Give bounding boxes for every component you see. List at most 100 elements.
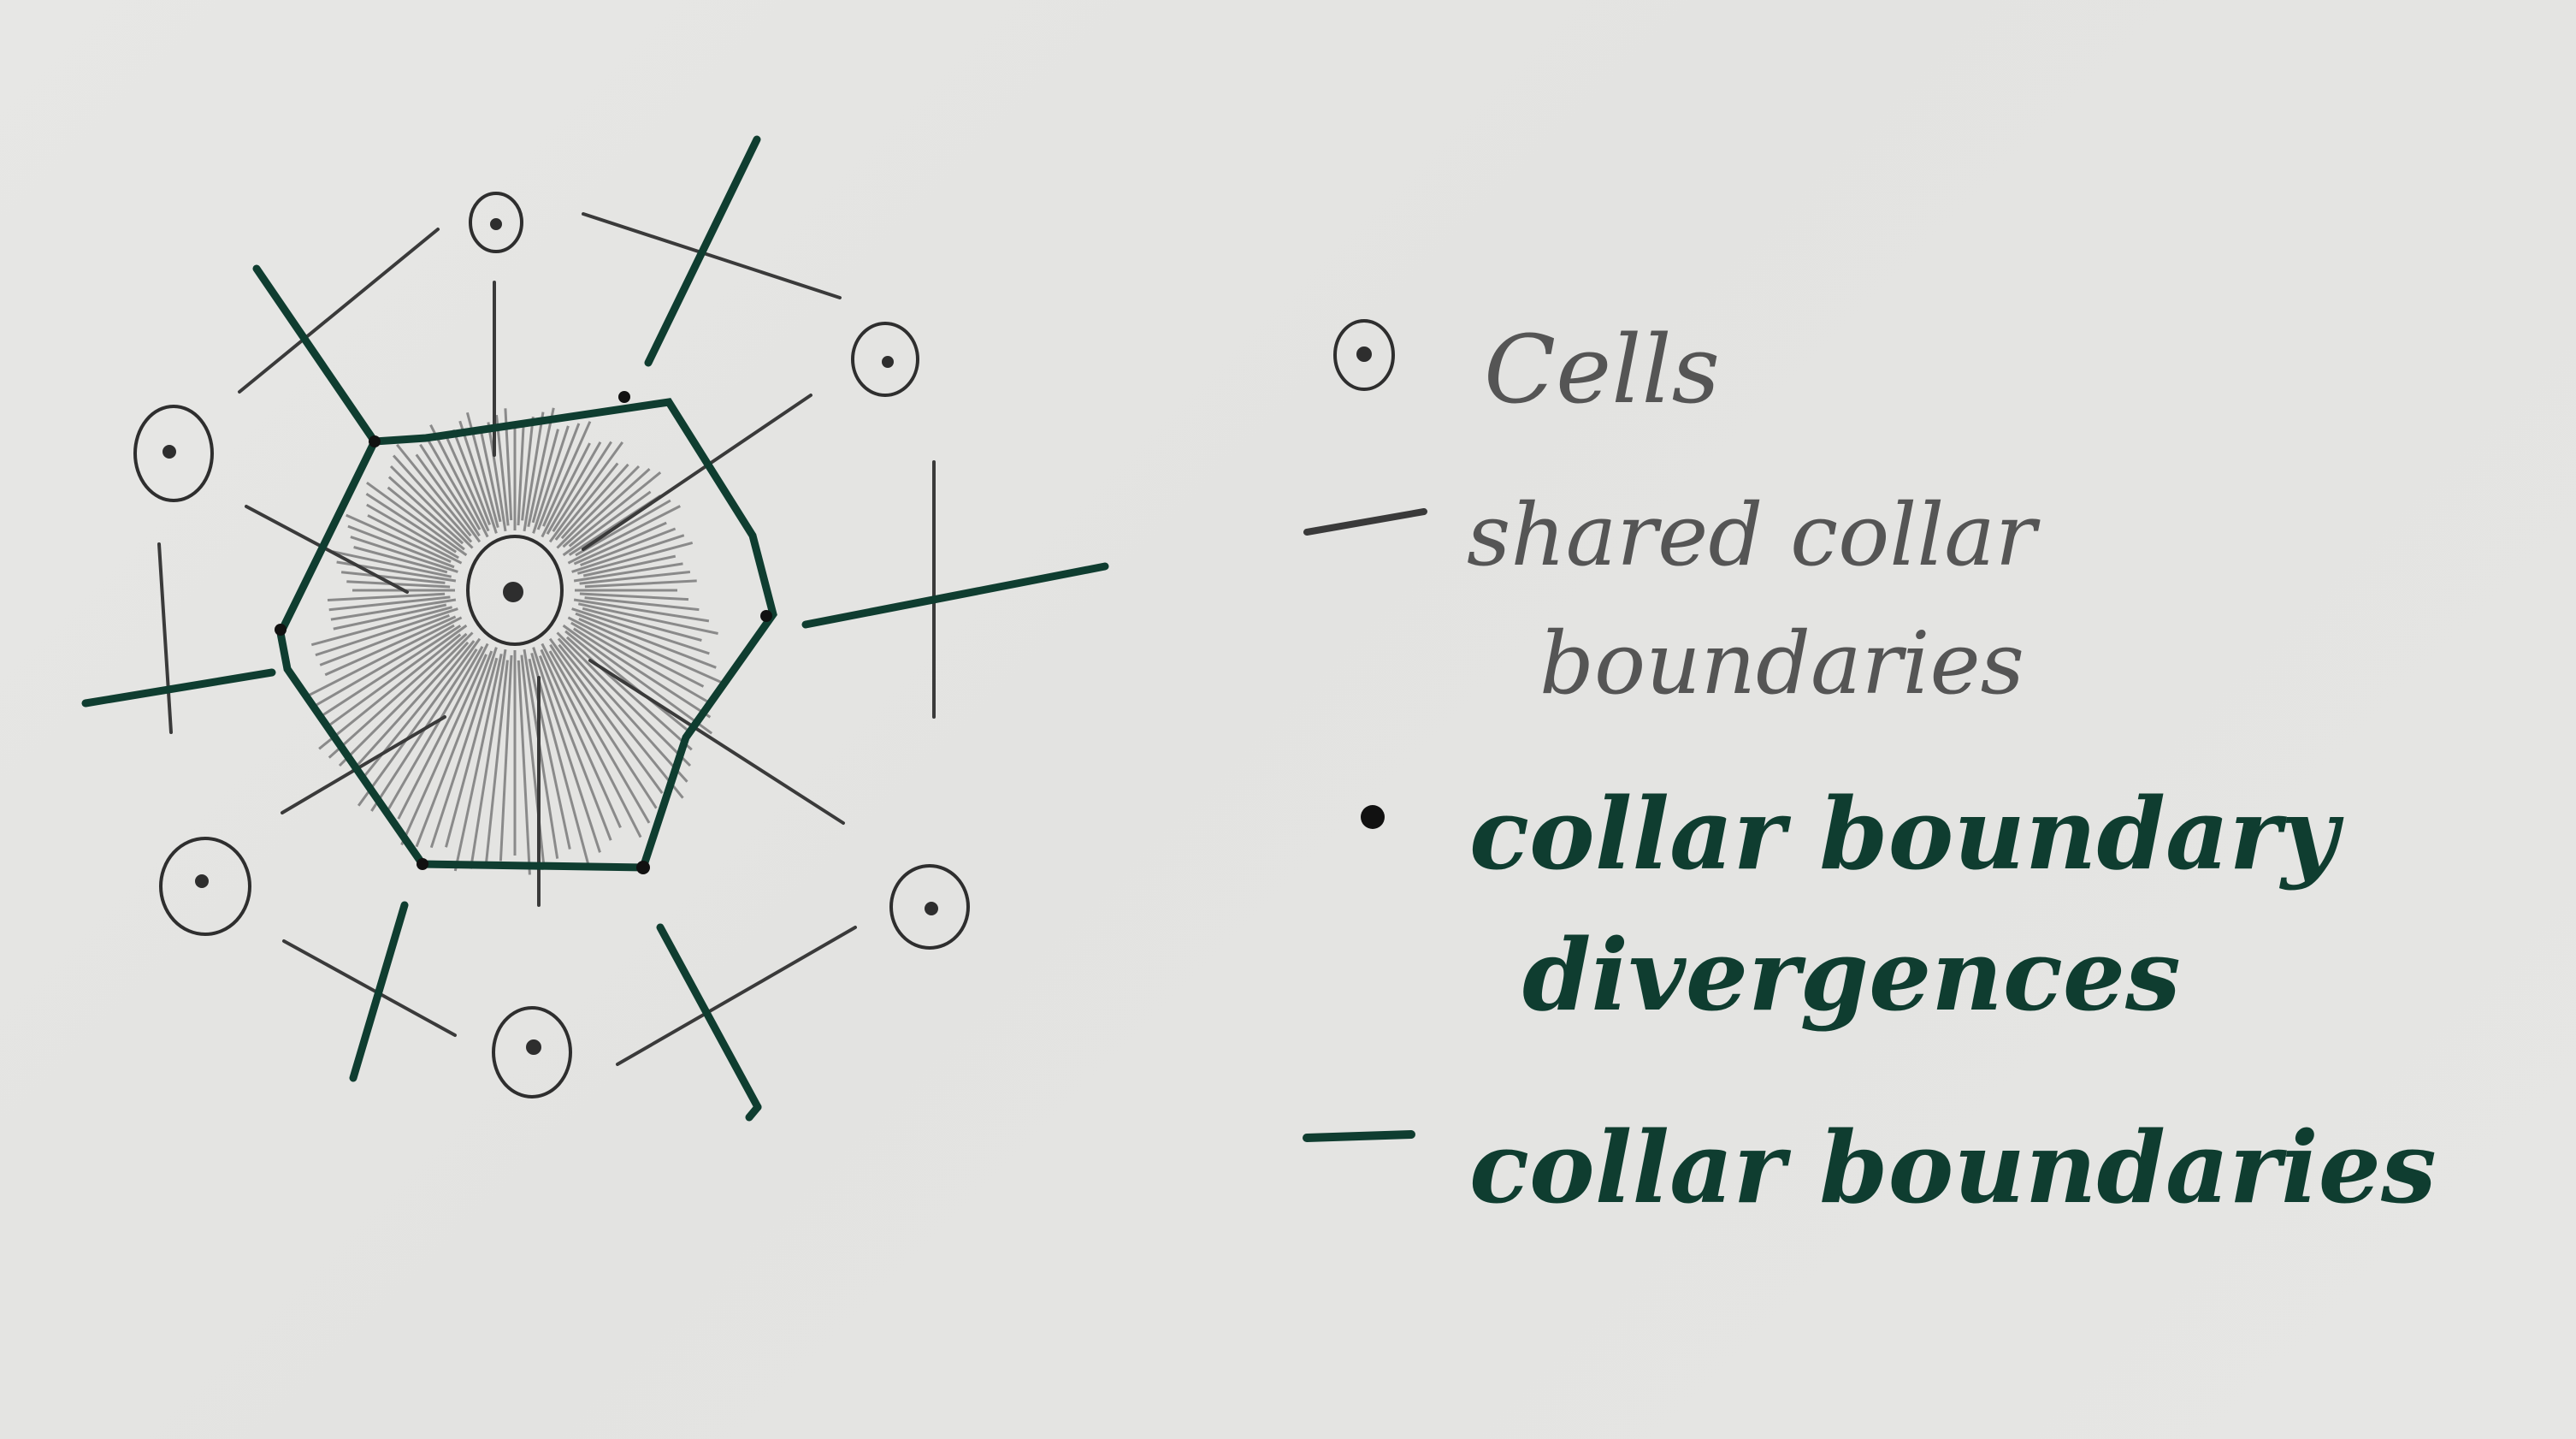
hatch-line (556, 631, 692, 767)
legend-item-divergence: collar boundary divergences (1361, 777, 2344, 1033)
hatch-line (484, 660, 509, 866)
hatch-line (338, 631, 474, 767)
hatch-line (383, 646, 484, 816)
hatch-line (423, 434, 482, 530)
hatch-line (548, 637, 664, 794)
collar-boundary-line (801, 562, 1109, 629)
shared-boundary-line (245, 505, 409, 594)
hatch-line (327, 592, 446, 601)
cells (133, 192, 970, 1098)
hatch-line (392, 454, 473, 543)
collar-boundary-line (81, 668, 276, 708)
hatch-line (328, 632, 468, 759)
collar-boundary-line (745, 1103, 762, 1122)
hatch-line (347, 524, 455, 569)
divergence-dot (636, 861, 650, 874)
hatch-line (584, 579, 697, 589)
hatch-line (415, 453, 482, 543)
hatch-line (517, 660, 531, 875)
hatch-line (357, 637, 482, 807)
collar-boundary-line (252, 264, 379, 446)
cell (159, 837, 251, 936)
legend-label-boundaries: collar boundaries (1469, 1110, 2437, 1226)
hatch-line (366, 481, 468, 557)
collar-boundary-line (656, 923, 762, 1111)
hatch-line (521, 416, 535, 521)
hatch-line (340, 571, 446, 584)
central-cell-hatching (307, 407, 723, 875)
legend-label-shared-2: boundaries (1539, 613, 2024, 714)
hatch-line (350, 536, 458, 573)
hatch-line (530, 653, 590, 864)
hatch-line (573, 521, 667, 566)
shared-boundary-line (588, 659, 845, 825)
hatch-line (577, 602, 718, 635)
hatch-line (560, 463, 629, 540)
hatch-line (536, 423, 581, 530)
hatch-line (397, 643, 489, 820)
hatch-line (571, 607, 710, 655)
divergence-dot (618, 391, 630, 403)
hatch-line (542, 421, 592, 527)
hatch-line (367, 514, 463, 565)
hatch-line (365, 493, 458, 554)
hatch-line (415, 650, 493, 848)
hatch-line (556, 465, 641, 549)
legend-item-shared: shared collar boundaries (1303, 485, 2041, 714)
hatch-line (541, 643, 642, 838)
hatch-line (366, 503, 459, 560)
hatch-line (527, 407, 555, 528)
shared-boundary-line (582, 394, 812, 551)
hatch-line (558, 643, 684, 799)
central-collar-boundary (276, 398, 777, 872)
hatch-line (387, 476, 464, 545)
collar-boundary-line (644, 135, 761, 367)
hatch-line (528, 658, 571, 850)
hatch-line (315, 607, 458, 657)
cell (469, 192, 523, 253)
shared-boundary-line (281, 715, 446, 814)
hatch-line (532, 647, 601, 853)
legend: Cells shared collar boundaries collar bo… (1303, 315, 2437, 1226)
hatch-line (564, 630, 694, 735)
collar-boundaries (81, 135, 1109, 1122)
hatch-line (579, 592, 689, 601)
hatch-line (487, 422, 507, 532)
legend-item-cells: Cells (1333, 315, 1720, 424)
hatch-line (523, 412, 545, 532)
hatch-line (562, 490, 652, 557)
hatch-line (557, 637, 688, 783)
cell (889, 864, 970, 950)
hatch-line (314, 624, 455, 708)
hatch-line (554, 462, 619, 541)
hatch-line (567, 505, 681, 565)
hatch-line (429, 424, 489, 538)
hatch-line (319, 613, 450, 666)
hatch-line (549, 643, 658, 809)
divergence-dot (369, 435, 381, 447)
legend-label-divergence-1: collar boundary (1469, 777, 2344, 892)
hatch-line (499, 654, 513, 862)
hatch-line (445, 657, 499, 848)
shared-boundary-line (282, 939, 457, 1037)
hatch-line (579, 571, 691, 585)
hatch-line (446, 438, 490, 532)
hatch-line (353, 546, 448, 574)
divergence-points (275, 391, 772, 874)
hatch-line (400, 654, 487, 846)
hatch-line (584, 596, 700, 612)
hatch-line (568, 471, 662, 548)
legend-label-cells: Cells (1484, 315, 1720, 424)
hatch-line (324, 615, 457, 677)
hatch-line (575, 499, 671, 557)
hatch-line (495, 414, 510, 526)
shared-boundary-line (616, 926, 857, 1066)
hatch-line (570, 621, 708, 703)
hatch-line (332, 550, 452, 578)
cell (133, 405, 214, 502)
dot-icon (1361, 805, 1385, 829)
thin-line-icon (1303, 508, 1427, 536)
hatch-line (562, 624, 713, 735)
hatch-line (580, 527, 676, 567)
